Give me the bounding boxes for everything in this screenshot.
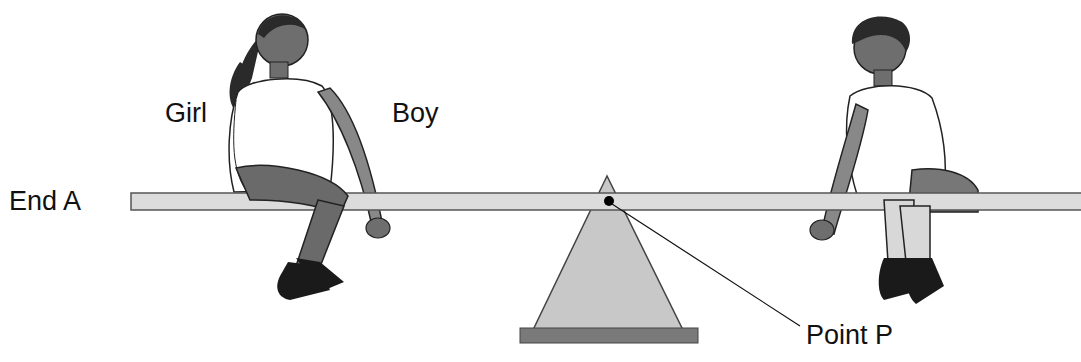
girl-legs [236, 166, 390, 300]
person-label: Girl [165, 100, 207, 127]
seesaw-base [520, 328, 698, 343]
leader-line [612, 204, 800, 326]
boy-legs [810, 200, 944, 304]
person-label: Boy [392, 100, 439, 127]
point-label: Point P [806, 322, 893, 349]
end-label: End A [9, 188, 81, 215]
